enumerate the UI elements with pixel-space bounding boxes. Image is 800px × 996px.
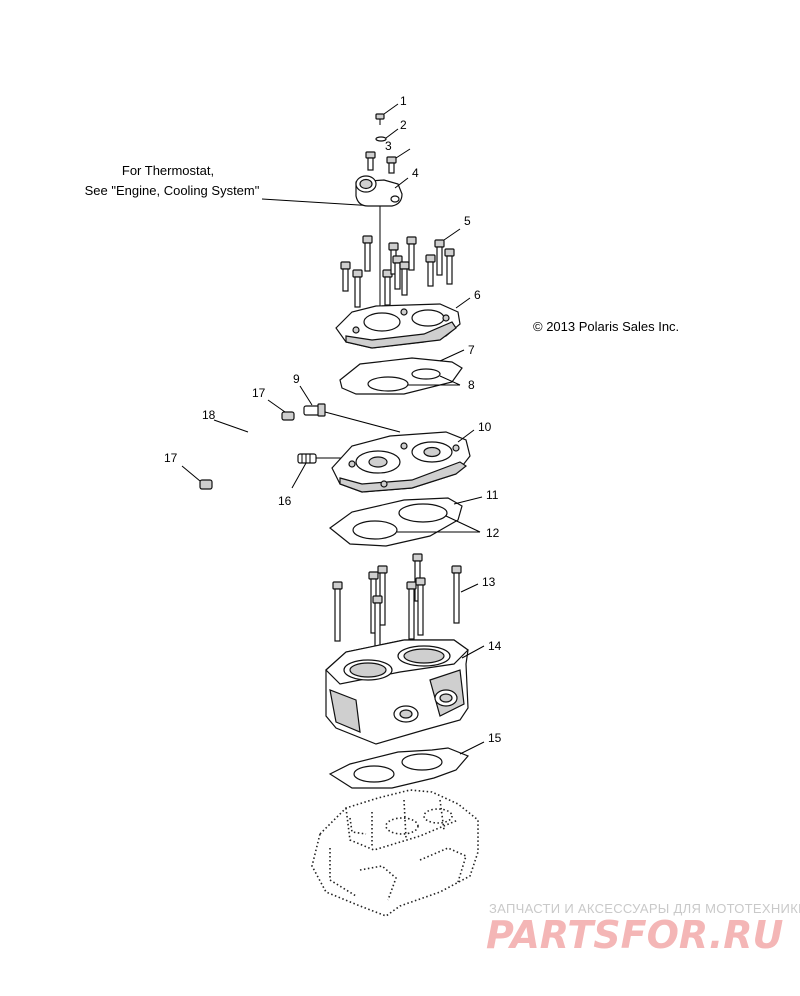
thermostat-note-line2: See "Engine, Cooling System": [85, 183, 260, 198]
clamp-part-17b: [199, 479, 213, 490]
callout-4: 4: [412, 166, 419, 180]
callout-11: 11: [486, 488, 499, 502]
thermostat-note-line1: For Thermostat,: [122, 163, 214, 178]
watermark-logo: PARTSFOR.RU: [486, 913, 784, 957]
head-gasket-part-11: [329, 497, 463, 547]
callout-8: 8: [468, 378, 475, 392]
thermostat-housing-part-4: [355, 175, 403, 207]
o-ring-part-8b: [411, 368, 441, 380]
head-bolts-part-5: [340, 235, 455, 308]
screw-part-1: [375, 113, 385, 125]
callout-10: 10: [478, 420, 492, 434]
crankcase-reference-outline: [311, 789, 479, 917]
base-gasket-part-15: [328, 747, 470, 789]
o-ring-part-8a: [367, 376, 409, 392]
thermostat-note-leader: [261, 198, 376, 207]
callout-2: 2: [400, 118, 407, 132]
clamp-part-17a: [281, 411, 295, 421]
callout-3: 3: [385, 139, 392, 153]
callout-18: 18: [202, 408, 216, 422]
sensor-part-16: [297, 453, 317, 464]
callout-1: 1: [400, 94, 407, 108]
cylinder-head-part-10: [331, 431, 471, 493]
copyright-text: © 2013 Polaris Sales Inc.: [533, 319, 679, 334]
fitting-part-9: [303, 403, 326, 417]
callout-12: 12: [486, 526, 500, 540]
callout-9: 9: [293, 372, 300, 386]
watermark-tagline: ЗАПЧАСТИ И АКСЕССУАРЫ ДЛЯ МОТОТЕХНИКИ: [489, 901, 800, 916]
callout-17b: 17: [164, 451, 178, 465]
o-ring-part-12b: [398, 503, 448, 523]
bolt-part-3: [365, 151, 397, 174]
callout-5: 5: [464, 214, 471, 228]
cylinder-studs-part-13: [332, 553, 462, 648]
callout-7: 7: [468, 343, 475, 357]
callout-16: 16: [278, 494, 292, 508]
callout-6: 6: [474, 288, 481, 302]
cylinder-part-14: [325, 639, 469, 745]
washer-part-2: [375, 136, 387, 142]
callout-17a: 17: [252, 386, 266, 400]
callout-13: 13: [482, 575, 496, 589]
o-ring-part-12a: [352, 520, 398, 540]
callout-14: 14: [488, 639, 502, 653]
head-cover-part-6: [335, 303, 461, 349]
callout-15: 15: [488, 731, 502, 745]
